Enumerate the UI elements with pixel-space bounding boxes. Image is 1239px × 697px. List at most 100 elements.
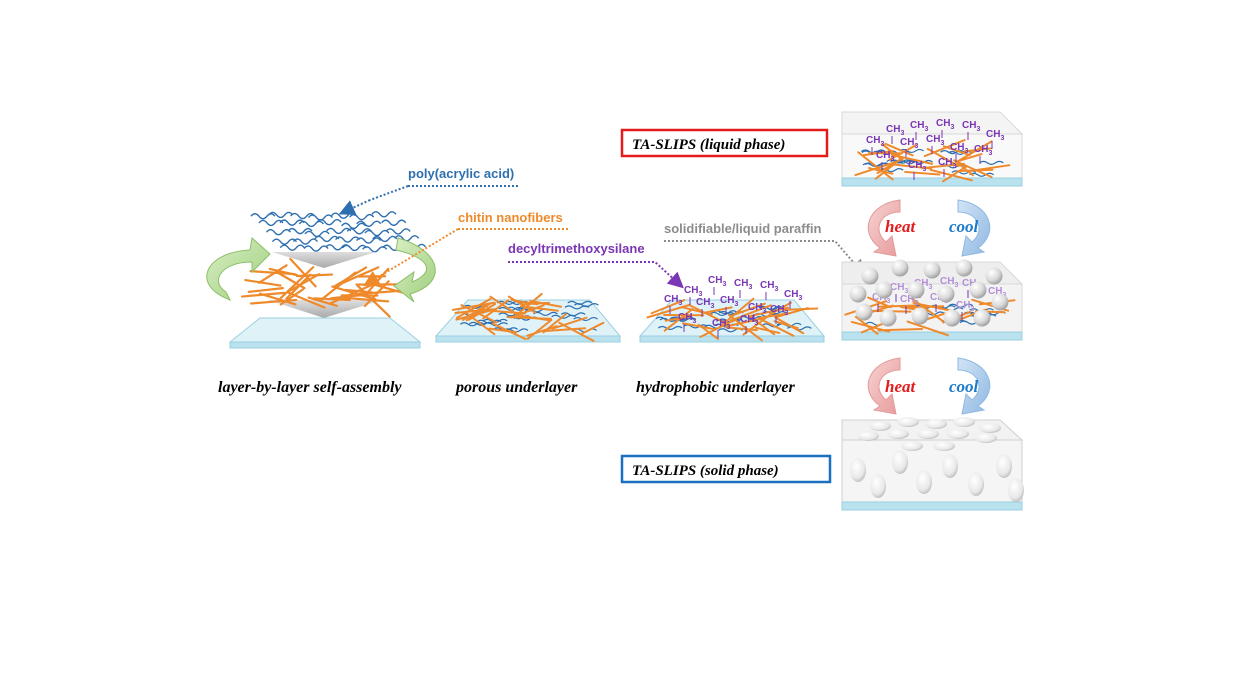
paraffin-droplet	[973, 309, 991, 327]
methyl-label: CH3	[962, 120, 980, 133]
liquid-phase-box	[620, 128, 829, 158]
chitin-fiber	[850, 320, 890, 333]
paraffin-droplet	[991, 293, 1009, 311]
chitin-fiber	[955, 160, 993, 178]
chitin-fiber	[650, 299, 686, 315]
chitin-fiber	[727, 313, 763, 342]
paa-strand	[265, 229, 292, 236]
methyl-label: CH3	[760, 280, 778, 293]
paraffin-arrow	[664, 240, 866, 277]
side-pore	[850, 458, 866, 482]
side-pore	[996, 454, 1012, 478]
chitin-fiber	[455, 308, 497, 321]
chitin-fiber	[286, 291, 326, 309]
chitin-fiber	[699, 318, 738, 339]
paa-strand	[356, 237, 382, 244]
methyl-label: CH3	[926, 134, 944, 147]
chitin-fiber	[783, 307, 819, 311]
paa-strand	[349, 213, 375, 221]
side-pore	[892, 450, 908, 474]
decyltrimethoxysilane-label: decyltrimethoxysilane	[508, 241, 645, 256]
chitin-fiber	[881, 143, 904, 161]
chitin-fiber	[451, 301, 496, 311]
chitin-fiber	[551, 316, 588, 330]
paraffin-droplet	[955, 259, 973, 277]
paa-strand	[290, 212, 316, 220]
chitin-fiber	[742, 309, 777, 336]
chitin-fiber	[857, 151, 894, 181]
chitin-fiber	[923, 139, 966, 158]
chitin-fiber	[963, 147, 992, 153]
surface-pore	[917, 429, 939, 439]
paa-strand	[298, 220, 324, 228]
chitin-fiber	[904, 170, 941, 176]
paa-strand	[657, 325, 683, 331]
paa-strand	[567, 300, 593, 305]
paa-strand	[341, 222, 367, 230]
chitin-fiber	[289, 257, 317, 288]
heat-arrow-top	[867, 199, 901, 257]
chitin-fiber	[331, 285, 377, 301]
methyl-label: CH3	[886, 124, 904, 137]
methyl-label: CH3	[696, 297, 714, 310]
paraffin-droplet	[875, 281, 893, 299]
paa-strand	[573, 316, 598, 322]
porous-underlayer-illustration	[434, 292, 622, 343]
chitin-fiber	[507, 316, 552, 320]
chitin-fiber	[773, 320, 799, 330]
paraffin-droplet	[911, 307, 929, 325]
paa-strand	[268, 211, 294, 219]
paraffin-droplet	[937, 285, 955, 303]
paraffin-droplet	[861, 267, 879, 285]
chitin-fiber	[903, 305, 945, 309]
paa-strand	[279, 219, 305, 226]
chitin-fiber	[455, 297, 492, 319]
poly-acrylic-acid-arrow	[369, 185, 520, 201]
surface-pore	[975, 433, 997, 443]
caption-hydrophobic-underlayer: hydrophobic underlayer	[636, 379, 795, 396]
paa-strand	[303, 245, 329, 252]
surface-pore	[857, 431, 879, 441]
lbl-assembly-illustration	[206, 211, 436, 349]
paa-strand	[372, 235, 398, 243]
side-pore	[916, 470, 932, 494]
cool-arrow-top	[957, 199, 991, 257]
methyl-label: CH3	[740, 314, 758, 327]
surface-pore	[979, 423, 1001, 433]
paraffin-droplet	[891, 259, 909, 277]
chitin-fiber	[542, 327, 587, 333]
paa-strand	[371, 211, 397, 218]
chitin-fiber	[332, 266, 368, 288]
methyl-label: CH3	[950, 142, 968, 155]
cool-label-bottom: cool	[949, 377, 979, 396]
chitin-fiber	[681, 322, 716, 331]
side-pore	[942, 454, 958, 478]
methyl-label: CH3	[876, 150, 894, 163]
paa-strand	[979, 160, 1004, 165]
chitin-fiber	[526, 318, 553, 340]
chitin-fiber	[884, 142, 914, 157]
chitin-fiber	[942, 165, 968, 183]
paa-strand	[326, 227, 352, 235]
surface-pore	[887, 429, 909, 439]
chitin-fiber	[912, 301, 957, 313]
paa-strand	[316, 219, 342, 226]
paa-strand	[304, 230, 330, 238]
cycle-arrow-left	[206, 237, 271, 301]
poly-acrylic-acid-label: poly(acrylic acid)	[408, 166, 514, 181]
paa-strand	[325, 244, 351, 251]
chitin-fiber	[339, 296, 390, 303]
paa-strand	[969, 172, 995, 177]
chitin-fiber	[663, 308, 694, 332]
methyl-label: CH3	[720, 295, 738, 308]
side-pore	[1008, 478, 1024, 502]
paa-strand	[314, 235, 340, 243]
chitin-fiber	[757, 317, 795, 337]
chitin-fiber	[244, 278, 282, 287]
chitin-fiber	[250, 298, 298, 305]
caption-lbl-assembly: layer-by-layer self-assembly	[218, 379, 402, 396]
paa-strand	[899, 148, 924, 154]
chitin-fiber	[759, 312, 790, 319]
paa-strand	[709, 311, 735, 317]
